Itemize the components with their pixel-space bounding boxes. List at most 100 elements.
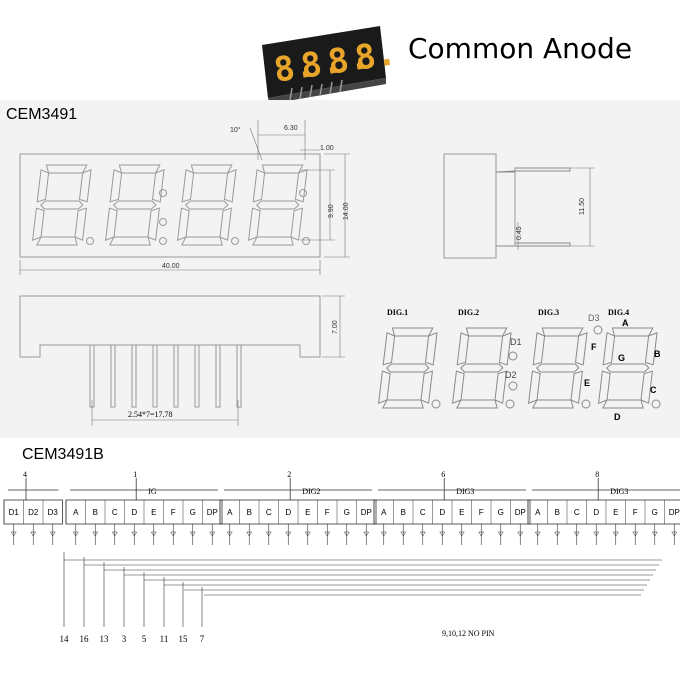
dim-seg-width: 1.00 [320,145,334,152]
digit-label: DIG.2 [458,308,479,317]
segment-cell-label: F [479,508,484,517]
module-photo: 8. 8. 8. 8. [262,26,399,104]
segment-cell-label: D1 [9,508,20,517]
seven-segment-digit [598,327,658,409]
segment-cell-label: D2 [28,508,39,517]
bottom-pin-number: 14 [60,634,70,644]
decimal-point [159,237,167,245]
bottom-pin-number: 15 [179,634,189,644]
colon-dot [159,189,167,197]
segment-cell-label: C [420,508,426,517]
segment-cell-label: F [325,508,330,517]
pin [194,344,200,408]
seg-label-g: G [618,353,625,363]
common-pin-number: 1 [133,470,137,479]
segment-cell-label: F [171,508,176,517]
bottom-pin-number: 13 [100,634,110,644]
dim-body-height: 14.00 [343,202,350,220]
segment-cell-label: A [535,508,541,517]
pin [131,344,137,408]
segment-cell-label: C [266,508,272,517]
colon-dot [508,381,518,391]
no-pin-note: 9,10,12 NO PIN [442,629,495,638]
drawing-panel [0,100,680,438]
segment-cell-label: E [151,508,156,517]
segment-cell-label: D [439,508,445,517]
segment-cell-label: B [247,508,252,517]
module-digit: 8. [271,45,318,91]
seg-label-c: C [650,385,657,395]
segment-cell-label: G [498,508,504,517]
front-view [19,153,321,258]
segment-map [378,325,661,409]
front-view-dimensions [19,120,350,275]
decimal-point [581,399,591,409]
common-pin-number: 2 [287,470,291,479]
seg-label-d3: D3 [588,313,600,323]
apostrophe-dot [299,189,307,197]
seg-label-b: B [654,349,661,359]
decimal-point [231,237,239,245]
segment-cell-label: B [555,508,560,517]
pin [110,344,116,408]
pin [236,344,242,408]
pin-view [19,295,321,408]
common-pin-number: 4 [23,470,27,479]
segment-cell-label: D [131,508,137,517]
decimal-point [302,237,310,245]
seven-segment-digit [105,164,165,246]
dim-pin-span: 2.54*7=17.78 [128,410,173,419]
bottom-pin-number: 11 [160,634,169,644]
digit-label: DIG.4 [608,308,629,317]
seven-segment-digit [32,164,92,246]
bottom-pin-number: 3 [122,634,127,644]
apostrophe-dot [593,325,603,335]
pin [152,344,158,408]
digit-label: DIG.1 [387,308,408,317]
pin [215,344,221,408]
bottom-pin-number: 7 [200,634,205,644]
segment-cell-label: E [613,508,618,517]
segment-cell-label: G [652,508,658,517]
seven-segment-digit [248,164,308,246]
decimal-point [505,399,515,409]
bottom-pin-number: 5 [142,634,147,644]
dim-angle: 10° [230,126,241,134]
dim-side-height: 11.50 [579,198,586,215]
dim-digit-height: 9.90 [328,204,335,218]
seven-segment-digit [452,327,512,409]
digit-label: DIG.3 [538,308,559,317]
seg-label-f: F [591,342,597,352]
module-digit: 8. [352,33,399,79]
segment-cell-label: E [459,508,464,517]
schematic-group: 4D1 D2 D3 [3,470,63,545]
common-pin-name: DIG3 [456,487,474,496]
common-pin-name: IG [148,487,157,496]
segment-cell-label: A [227,508,233,517]
segment-cell-label: G [344,508,350,517]
dim-pitch: 6.30 [284,125,298,132]
dim-pin-length: 7.00 [332,320,339,334]
seg-label-d1: D1 [510,337,522,347]
seven-segment-digit [177,164,237,246]
bottom-pin-number: 16 [80,634,90,644]
colon-dot [159,218,167,226]
dim-pin-diameter: 0.45 [516,226,523,240]
segment-cell-label: DP [207,508,218,517]
pin [173,344,179,408]
segment-cell-label: B [93,508,98,517]
segment-cell-label: D3 [48,508,59,517]
segment-cell-label: D [285,508,291,517]
decimal-point [651,399,661,409]
module-digit: 8. [298,41,345,87]
colon-dot [508,351,518,361]
seg-label-d2: D2 [505,370,517,380]
seg-label-d: D [614,412,621,422]
segment-cell-label: A [73,508,79,517]
schematic-title: CEM3491B [22,446,104,463]
